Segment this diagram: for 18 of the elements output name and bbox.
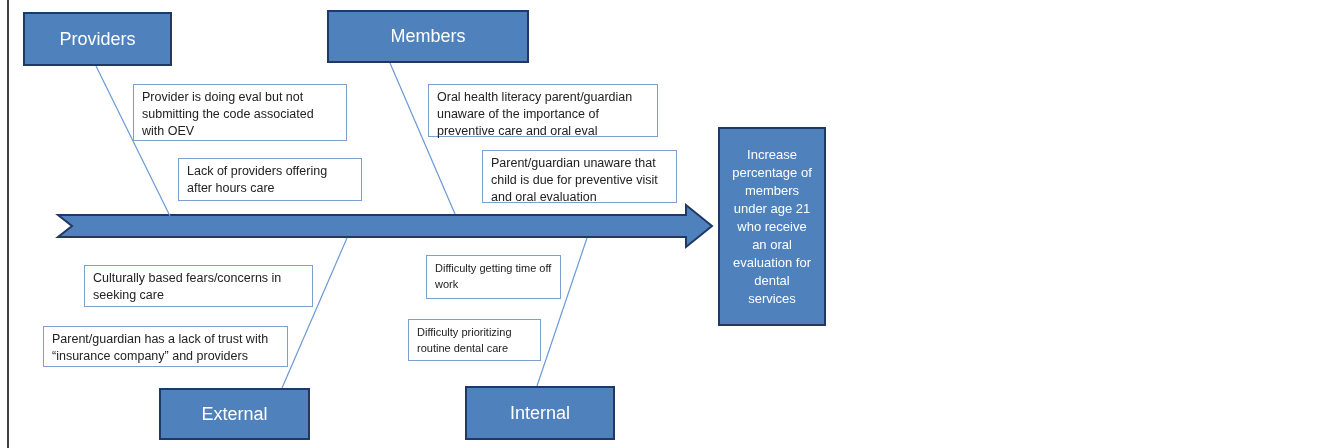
cause-box: Provider is doing eval but not submitting the code associated with OEV [133, 84, 347, 141]
cause-box: Lack of providers offering after hours care [178, 158, 362, 201]
category-box: Internal [465, 386, 615, 440]
cause-box: Culturally based fears/concerns in seeking care [84, 265, 313, 307]
spine-arrow [55, 202, 714, 250]
cause-box: Parent/guardian unaware that child is due for preventive visit and oral evaluation [482, 150, 677, 203]
cause-box: Difficulty prioritizing routine dental care [408, 319, 541, 361]
cause-box: Difficulty getting time off work [426, 255, 561, 299]
category-box: Members [327, 10, 529, 63]
effect-box: Increase percentage of members under age 21 who receive an oral evaluation for dental services [718, 127, 826, 326]
bone-line [95, 65, 171, 217]
cause-box: Oral health literacy parent/guardian unaware of the importance of preventive care and oral eval [428, 84, 658, 137]
cause-box: Parent/guardian has a lack of trust with “insurance company” and providers [43, 326, 288, 367]
bone-line [536, 237, 588, 387]
category-box: External [159, 388, 310, 440]
bone-line [281, 237, 348, 389]
bone-line [389, 62, 456, 215]
category-box: Providers [23, 12, 172, 66]
